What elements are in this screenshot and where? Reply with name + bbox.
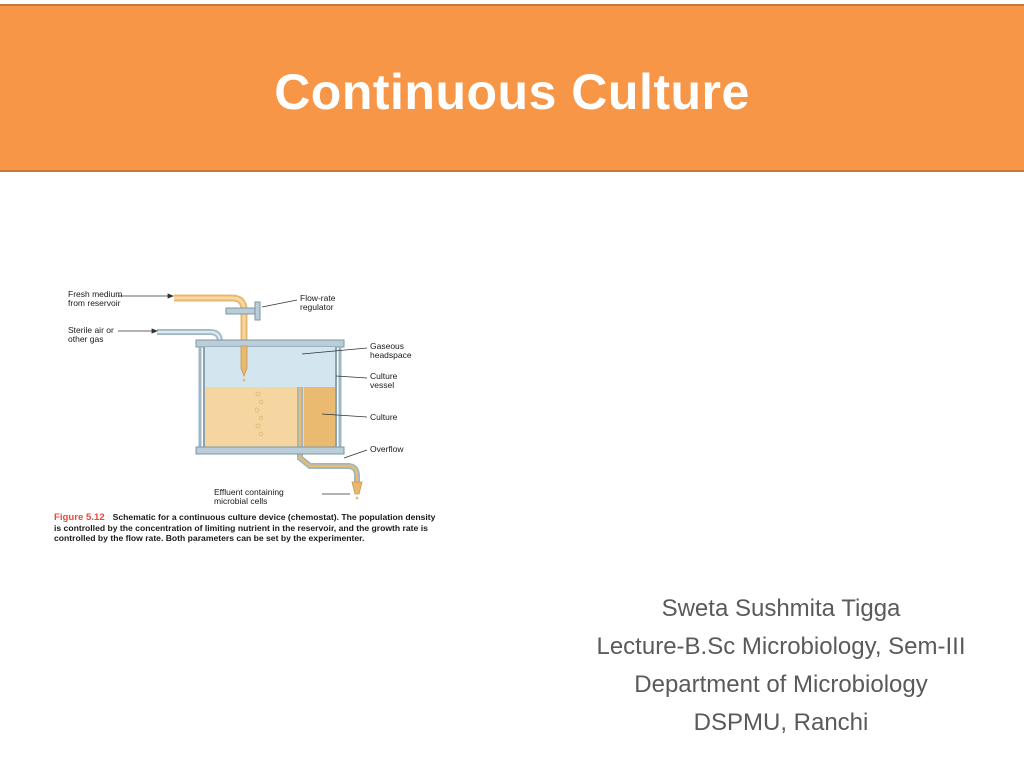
slide-title: Continuous Culture [274, 64, 750, 120]
vessel-top-plate [195, 339, 345, 348]
figure-number: Figure 5.12 [54, 512, 105, 523]
label-overflow: Overflow [370, 444, 404, 454]
label-sterile-air: Sterile air or other gas [68, 325, 114, 344]
vessel-bottom-plate [195, 446, 345, 455]
label-gaseous-headspace: Gaseous headspace [370, 341, 412, 360]
chemostat-figure: Fresh medium from reservoir Sterile air … [52, 286, 444, 558]
chemostat-diagram [118, 293, 368, 500]
gaseous-headspace [204, 347, 336, 387]
label-effluent: Effluent containing microbial cells [214, 487, 284, 506]
author-institution: DSPMU, Ranchi [693, 709, 869, 736]
label-culture: Culture [370, 412, 398, 422]
author-name: Sweta Sushmita Tigga [661, 595, 901, 622]
author-block: Sweta Sushmita Tigga Lecture-B.Sc Microb… [540, 590, 1022, 742]
author-course: Lecture-B.Sc Microbiology, Sem-III [596, 633, 966, 660]
label-flow-rate-regulator: Flow-rate regulator [300, 293, 336, 312]
title-bar: Continuous Culture [0, 4, 1024, 172]
author-department: Department of Microbiology [634, 671, 928, 698]
fresh-medium-pipe [174, 294, 248, 346]
figure-caption-text: Schematic for a continuous culture devic… [54, 512, 436, 544]
label-fresh-medium: Fresh medium from reservoir [68, 289, 123, 308]
label-culture-vessel: Culture vessel [370, 371, 398, 390]
